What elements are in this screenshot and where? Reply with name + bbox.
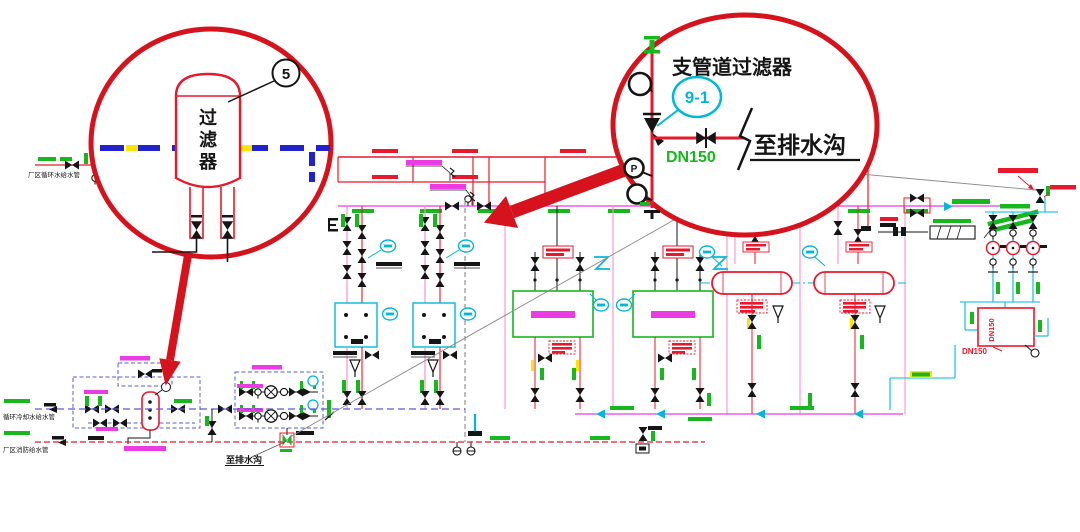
callout-arrow-right [484, 161, 633, 228]
drain-tank [977, 307, 1035, 347]
vessel-label-char: 滤 [199, 130, 217, 150]
vessel-drain-piping [152, 187, 235, 262]
bottom-left-cluster [72, 356, 335, 451]
vessel-label-char: 器 [198, 152, 218, 172]
plan: 厂区循环水给水管 [3, 149, 1076, 466]
pipe-label-fire: 厂区消防给水管 [3, 445, 49, 454]
gauge-letter: P [631, 164, 638, 175]
callout-title: 支管道过滤器 [672, 55, 793, 79]
bypass-filter-vessel [124, 382, 171, 451]
pipe-label-supply: 厂区循环水给水管 [28, 170, 81, 179]
underlined-leader-label [406, 160, 456, 181]
pressure-gauges: P [623, 71, 653, 205]
vessel-shell [813, 271, 895, 295]
callout-arrow-left [159, 254, 192, 386]
destination-label: 至排水沟 [754, 132, 846, 158]
drain-note: 至排水沟 [226, 454, 262, 465]
underlined-leader-label [430, 184, 476, 205]
pump-train-row [237, 399, 319, 424]
drain-symbols [452, 442, 476, 456]
pump-train-row [237, 375, 319, 400]
pipe-support [640, 202, 660, 219]
balloon-number: 5 [282, 66, 290, 83]
tag-number: 9-1 [685, 88, 710, 107]
riser-pairs [328, 206, 480, 409]
pump-column [985, 215, 1007, 294]
green-unit-boxes [512, 206, 729, 409]
pipe-label-cooling: 循环冷却水给水管 [3, 412, 56, 421]
support-bracket [328, 218, 338, 232]
filter-vessel: 过 滤 器 [174, 72, 242, 189]
callout-leader-line [837, 171, 1037, 191]
item-balloon: 5 [227, 58, 301, 103]
vessel-label-char: 过 [199, 107, 217, 128]
bottom-lines: 循环冷却水给水管 厂区消防给水管 至排水沟 [3, 399, 903, 466]
horizontal-vessels [698, 206, 906, 414]
callout-right: 支管道过滤器 9-1 DN150 至排水沟 P [610, 12, 880, 238]
drain-branch-valve [635, 426, 662, 454]
inline-filter [929, 225, 976, 240]
pump-column [1025, 215, 1047, 294]
vent-symbol [644, 36, 660, 54]
pipe-size-label: DN150 [666, 149, 716, 166]
vessel-shell [711, 271, 793, 295]
callout-leader-line [289, 211, 689, 438]
tank-corner-label: DN150 [962, 347, 987, 356]
callout-left: 过 滤 器 5 [88, 26, 334, 262]
tank-side-label: DN150 [987, 318, 996, 341]
pipe-break-symbol [736, 107, 754, 171]
top-right-cluster: DN150 DN150 [878, 168, 1076, 410]
drain-valve-tagged [279, 431, 314, 452]
pump-column [1005, 215, 1027, 294]
tag-balloon: 9-1 [656, 75, 723, 127]
